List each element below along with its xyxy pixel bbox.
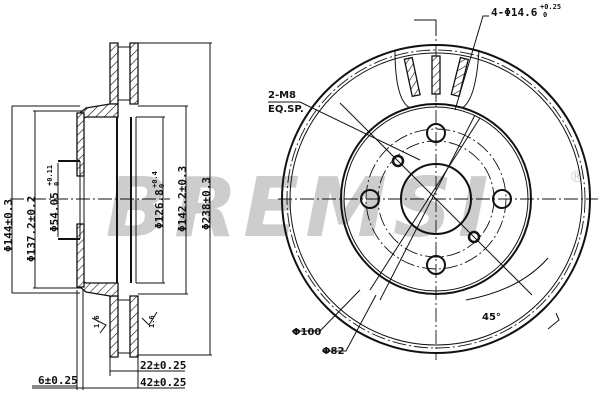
callout-bolt-holes-tol-upper: +0.25 — [540, 3, 561, 11]
dim-diameter-54-tol-upper: +0.11 — [46, 165, 54, 186]
brand-watermark: BREMSI ® — [106, 161, 585, 256]
cooling-vanes — [403, 55, 470, 98]
dim-thickness-6: 6±0.25 — [38, 374, 78, 387]
dim-diameter-238: Φ238±0.3 — [200, 177, 213, 230]
dim-thickness-42: 42±0.25 — [140, 376, 186, 389]
side-view-dimensions: Φ144±0.3 Φ137.2±0.2 Φ54.05 +0.11 0 Φ126.… — [2, 165, 213, 389]
dim-diameter-54-tol-lower: 0 — [53, 182, 61, 186]
dim-diameter-137: Φ137.2±0.2 — [25, 196, 38, 262]
dim-diameter-126: Φ126.8 — [153, 189, 166, 229]
dim-diameter-126-tol-upper: +0.4 — [151, 171, 159, 188]
side-section-view — [10, 42, 212, 390]
callout-pcd-82: Φ82 — [322, 346, 344, 357]
callout-bolt-holes: 4-Φ14.6 — [491, 6, 538, 19]
front-view — [268, 15, 598, 360]
callout-pcd-100: Φ100 — [292, 327, 321, 338]
callout-threads: 2-M8 — [268, 90, 296, 101]
roughness-left: 1.6 — [93, 315, 101, 328]
dim-diameter-54: Φ54.05 — [48, 192, 61, 232]
callout-threads-spacing: EQ.SP. — [268, 104, 304, 115]
callout-bolt-holes-tol-lower: 0 — [543, 11, 547, 19]
callout-angle-45: 45° — [482, 312, 501, 323]
dim-diameter-142: Φ142.2±0.3 — [176, 166, 189, 232]
dim-diameter-126-tol-lower: 0 — [158, 184, 166, 188]
roughness-right: 1.6 — [148, 315, 156, 328]
registered-mark: ® — [569, 167, 585, 186]
dim-thickness-22: 22±0.25 — [140, 359, 186, 372]
front-view-callouts: 4-Φ14.6 +0.25 0 2-M8 EQ.SP. Φ100 Φ82 45° — [268, 3, 561, 357]
dim-diameter-144: Φ144±0.3 — [2, 199, 15, 252]
watermark-text: BREMSI — [106, 161, 495, 256]
